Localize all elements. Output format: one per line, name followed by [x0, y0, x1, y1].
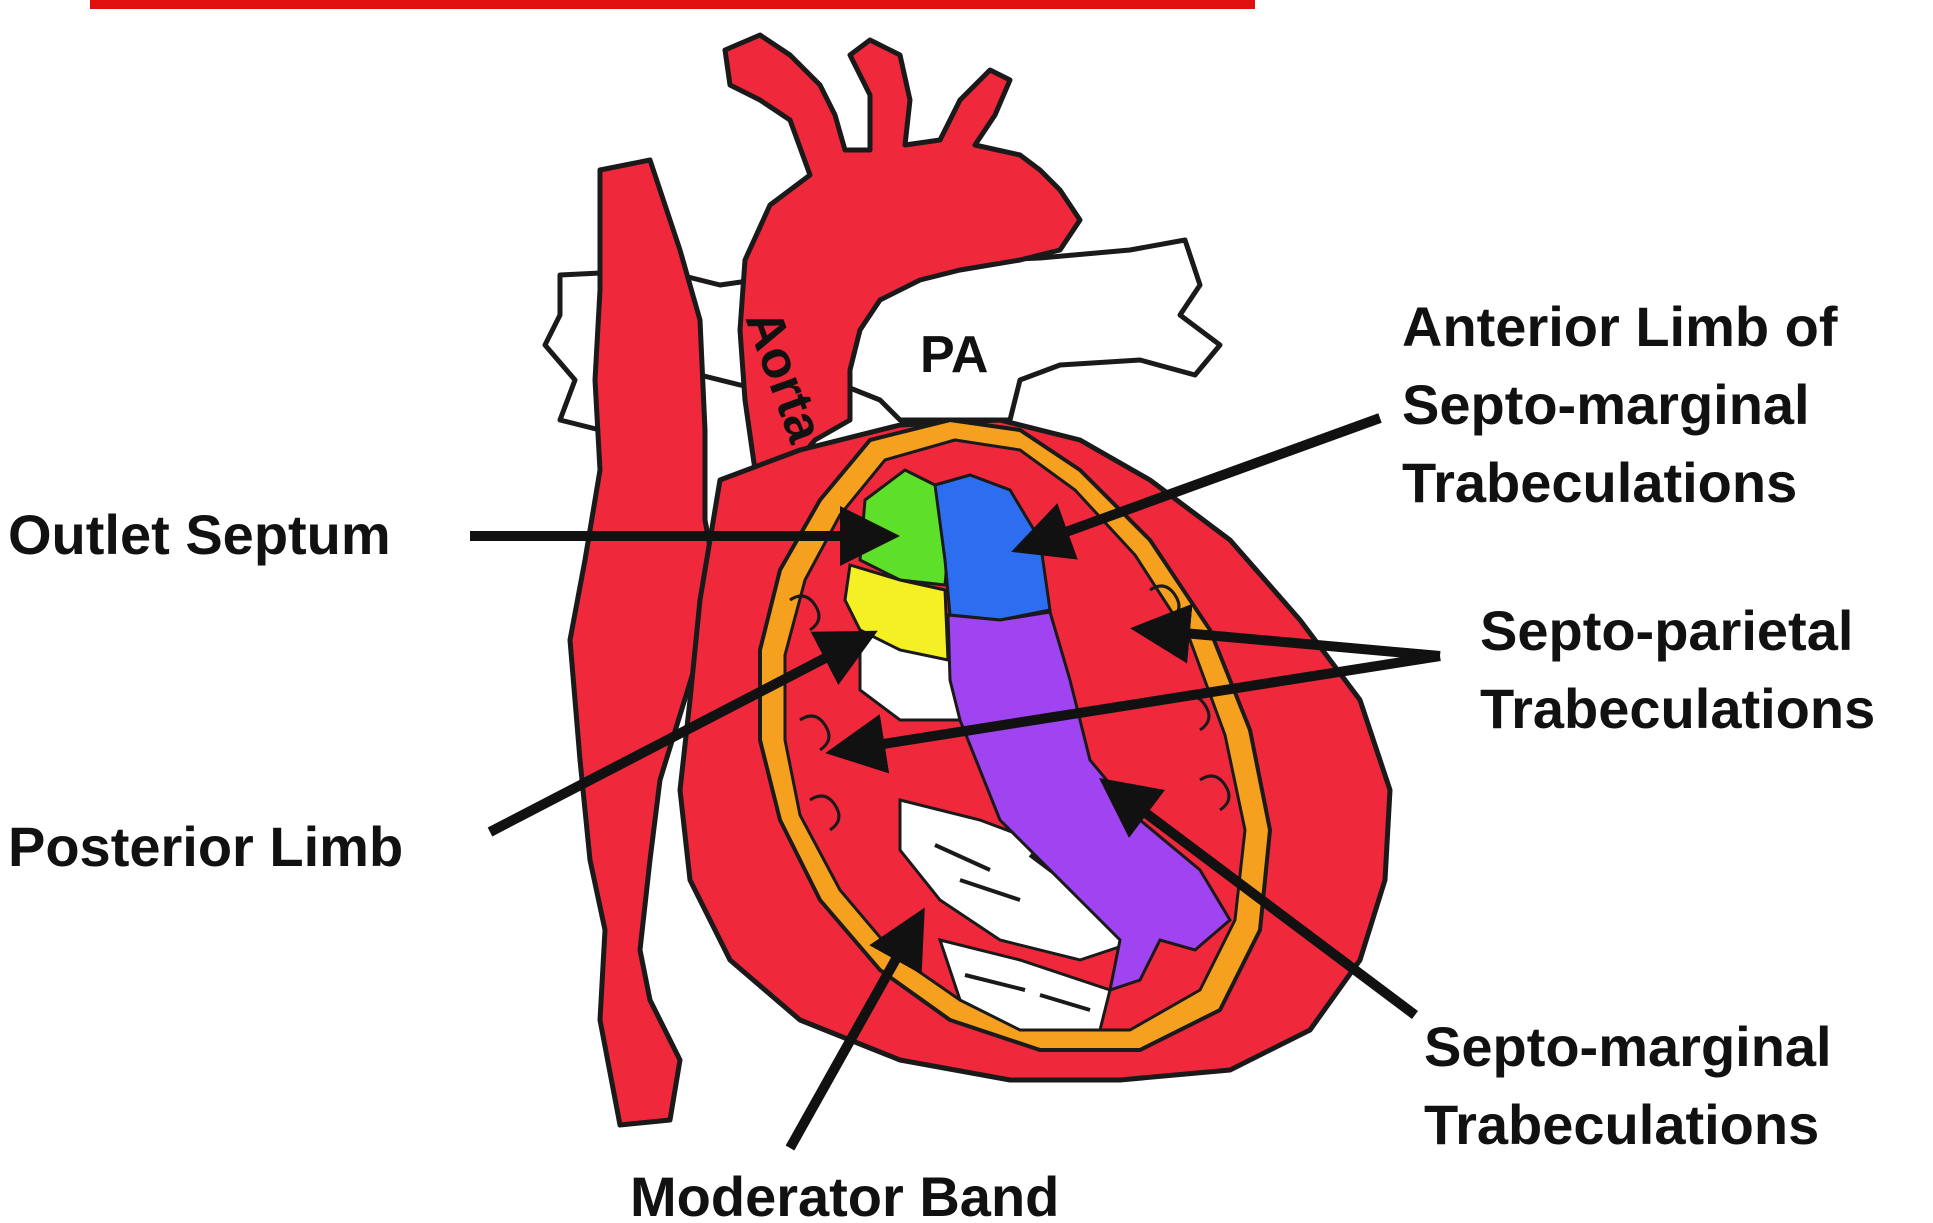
- septo-marginal-line-1: Septo-marginal: [1424, 1008, 1832, 1086]
- septo-parietal-line-1: Septo-parietal: [1480, 592, 1875, 670]
- moderator-band-line-1: Moderator Band: [630, 1158, 1059, 1223]
- outlet-septum-label: Outlet Septum: [8, 496, 391, 574]
- header-bar: [90, 0, 1255, 9]
- anterior-limb-label: Anterior Limb of Septo-marginal Trabecul…: [1402, 288, 1838, 522]
- pa-label: PA: [920, 326, 988, 384]
- anterior-limb-line-1: Anterior Limb of: [1402, 288, 1838, 366]
- anterior-limb-line-3: Trabeculations: [1402, 444, 1838, 522]
- posterior-limb-line-1: Posterior Limb: [8, 808, 403, 886]
- moderator-band-label: Moderator Band: [630, 1158, 1059, 1223]
- septo-parietal-label: Septo-parietal Trabeculations: [1480, 592, 1875, 748]
- septo-marginal-line-2: Trabeculations: [1424, 1086, 1832, 1164]
- outlet-septum-line-1: Outlet Septum: [8, 496, 391, 574]
- anterior-limb-line-2: Septo-marginal: [1402, 366, 1838, 444]
- posterior-limb-label: Posterior Limb: [8, 808, 403, 886]
- septo-marginal-label: Septo-marginal Trabeculations: [1424, 1008, 1832, 1164]
- septo-parietal-line-2: Trabeculations: [1480, 670, 1875, 748]
